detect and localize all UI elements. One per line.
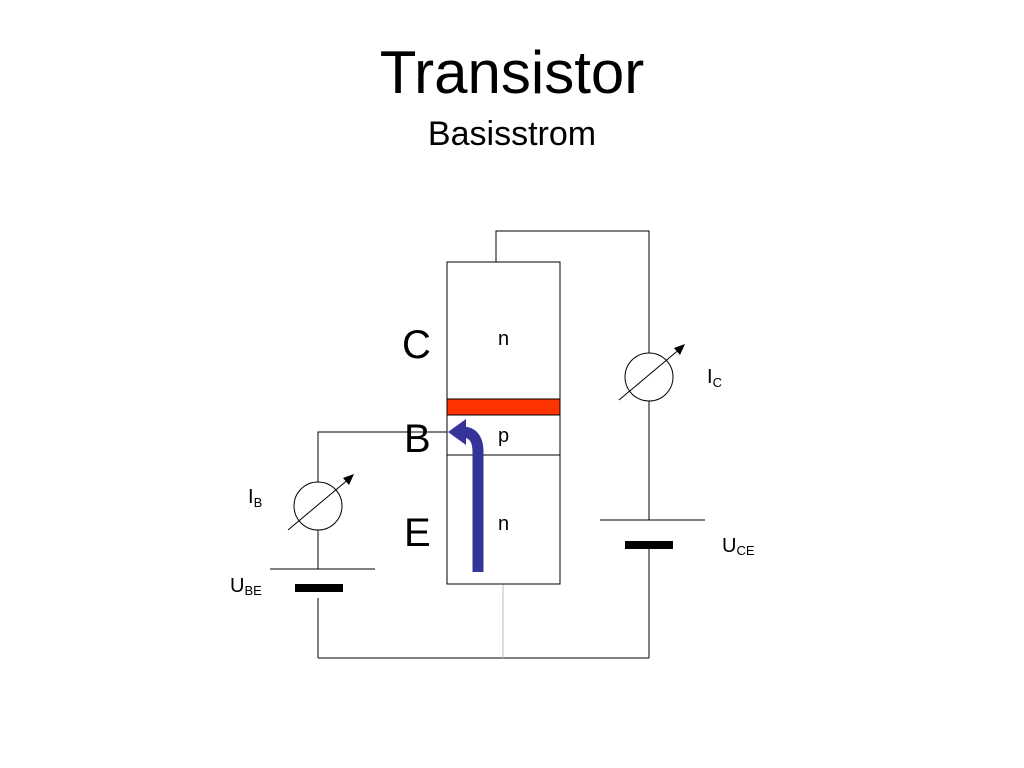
uce-battery-symbol bbox=[600, 519, 705, 549]
base-wire bbox=[317, 431, 463, 483]
base-current-arrowhead bbox=[448, 419, 466, 445]
collector-wire bbox=[495, 230, 650, 354]
emitter-layer-label: n bbox=[498, 513, 509, 535]
ube-label: UBE bbox=[230, 575, 262, 598]
ube-battery-symbol bbox=[270, 568, 375, 592]
ic-label: IC bbox=[707, 366, 722, 390]
ic-ammeter bbox=[618, 344, 685, 402]
collector-terminal-label: C bbox=[402, 323, 431, 367]
slide-subtitle: Basisstrom bbox=[427, 115, 597, 153]
collector-layer-label: n bbox=[498, 328, 509, 350]
base-layer-label: p bbox=[498, 425, 509, 447]
ib-label: IB bbox=[248, 486, 262, 510]
uce-label: UCE bbox=[722, 535, 755, 558]
base-terminal-label: B bbox=[404, 417, 431, 461]
ib-ammeter bbox=[287, 474, 354, 531]
base-collector-junction bbox=[446, 398, 561, 416]
slide-title: Transistor bbox=[379, 39, 645, 106]
emitter-terminal-label: E bbox=[404, 511, 431, 555]
